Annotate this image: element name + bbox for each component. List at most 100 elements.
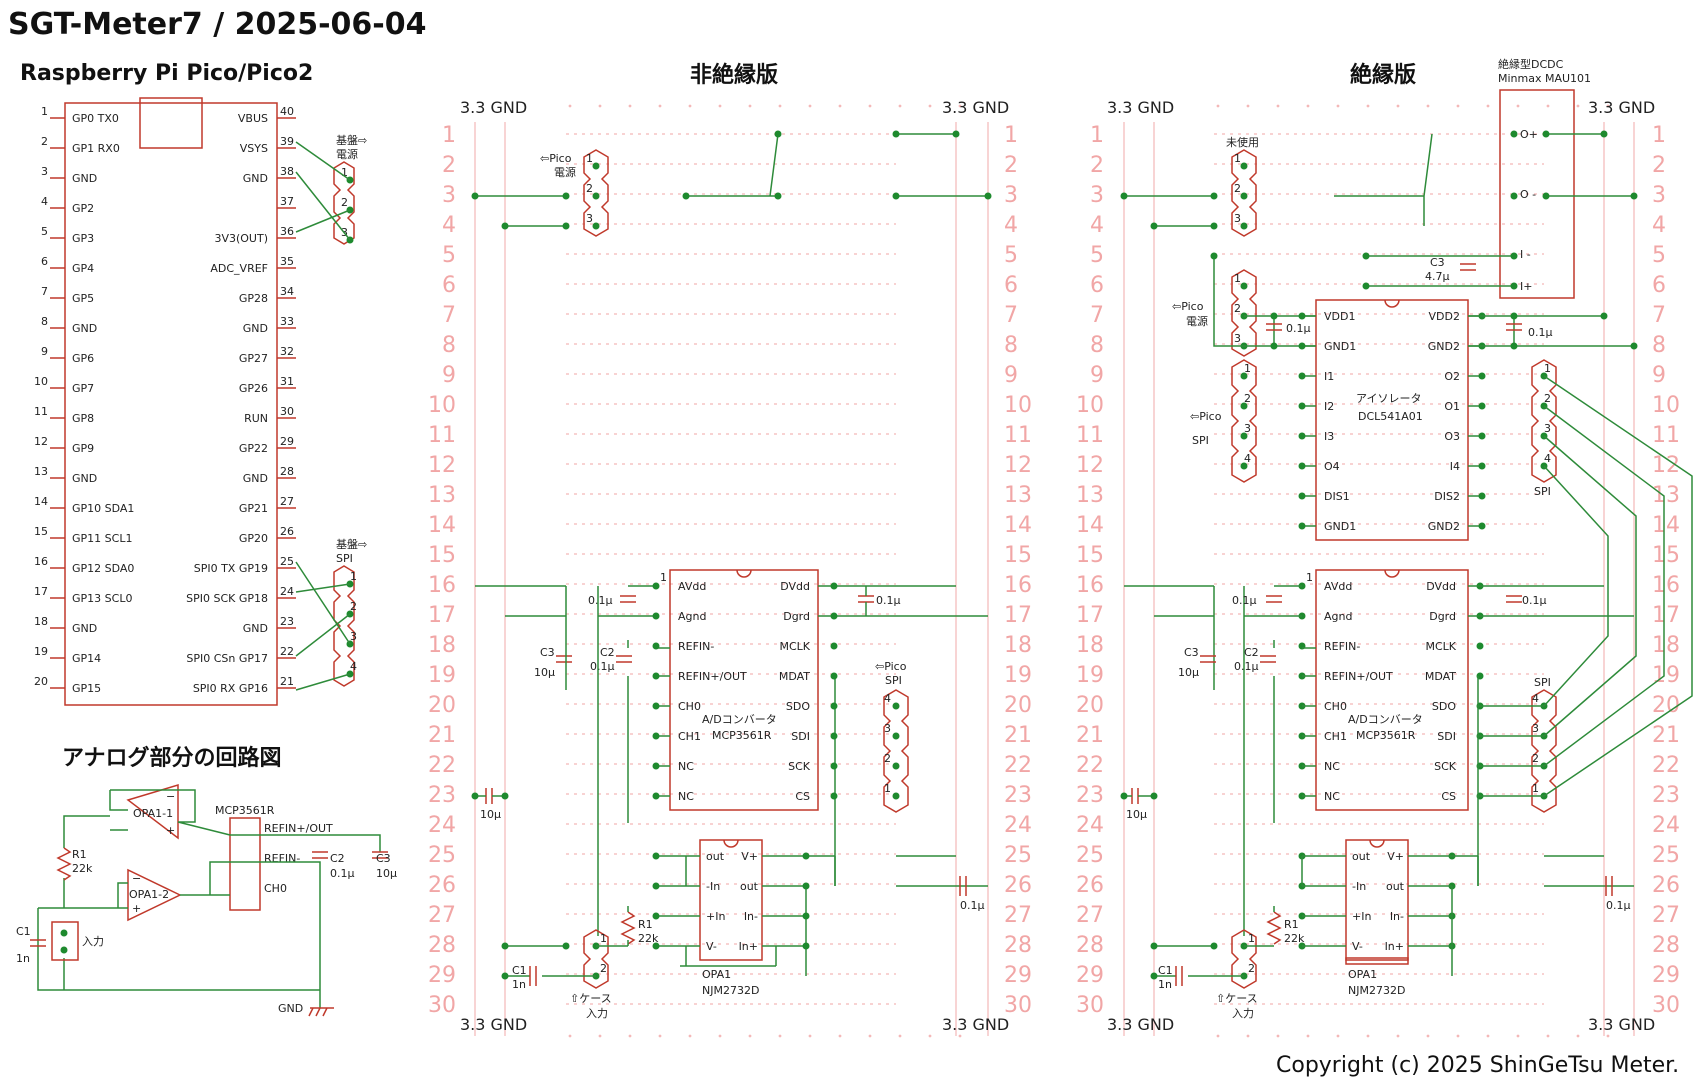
left-adc-pin1: 1 bbox=[660, 571, 667, 584]
pico-left-pin-label: GP13 SCL0 bbox=[72, 592, 132, 605]
row-number: 5 bbox=[442, 243, 456, 268]
pico-left-pin-label: GP10 SDA1 bbox=[72, 502, 134, 515]
adc-right-pin: SCK bbox=[788, 760, 811, 773]
svg-text:3: 3 bbox=[1532, 722, 1539, 735]
pico-left-pin-number: 16 bbox=[34, 555, 48, 568]
pico-right-pin-number: 27 bbox=[280, 495, 294, 508]
pico-left-pin-label: GP0 TX0 bbox=[72, 112, 119, 125]
row-number: 11 bbox=[428, 423, 456, 448]
r1-value: 22k bbox=[72, 862, 93, 875]
row-number: 14 bbox=[1652, 513, 1680, 538]
svg-text:1: 1 bbox=[350, 570, 357, 583]
left-rail-top-left: 3.3 GND bbox=[460, 98, 527, 117]
pico-heading: Raspberry Pi Pico/Pico2 bbox=[20, 61, 313, 86]
row-number: 15 bbox=[428, 543, 456, 568]
row-number: 14 bbox=[428, 513, 456, 538]
pico-right-pin-number: 37 bbox=[280, 195, 294, 208]
right-c3-label: C3 bbox=[1430, 256, 1445, 269]
right-c1-value: 1n bbox=[1158, 978, 1172, 991]
adc-left-pin: REFIN+/OUT bbox=[1324, 670, 1393, 683]
pico-right-pin-number: 33 bbox=[280, 315, 294, 328]
opa-right-pin: In- bbox=[744, 910, 758, 923]
pico-left-pin-label: GND bbox=[72, 472, 97, 485]
opa-left-pin: V- bbox=[1352, 940, 1363, 953]
row-number: 23 bbox=[1652, 783, 1680, 808]
adc-right-pin: Dgrd bbox=[1429, 610, 1456, 623]
row-number: 24 bbox=[1076, 813, 1104, 838]
right-adc-box bbox=[1315, 569, 1469, 811]
opa1-1-label: OPA1-1 bbox=[133, 807, 173, 820]
left-c1-label: C1 bbox=[512, 964, 527, 977]
row-number: 24 bbox=[428, 813, 456, 838]
row-number: 18 bbox=[1004, 633, 1032, 658]
right-opa-part: NJM2732D bbox=[1348, 984, 1405, 997]
row-number: 11 bbox=[1076, 423, 1104, 448]
svg-text:2: 2 bbox=[1234, 182, 1241, 195]
left-c-01-b: 0.1μ bbox=[876, 594, 901, 607]
pico-left-pin-label: GP2 bbox=[72, 202, 94, 215]
pico-right-pin-number: 36 bbox=[280, 225, 294, 238]
row-number: 15 bbox=[1004, 543, 1032, 568]
pico-spi-label-1: 基盤⇨ bbox=[336, 538, 367, 551]
pico-right-pin-number: 35 bbox=[280, 255, 294, 268]
ch0-label: CH0 bbox=[264, 882, 287, 895]
row-number: 30 bbox=[1652, 993, 1680, 1018]
row-number: 16 bbox=[428, 573, 456, 598]
pico-right-pin-number: 29 bbox=[280, 435, 294, 448]
pico-right-pin-label: SPI0 CSn GP17 bbox=[186, 652, 268, 665]
svg-text:1: 1 bbox=[1234, 272, 1241, 285]
opa-right-pin: V+ bbox=[741, 850, 758, 863]
pico-left-pin-number: 1 bbox=[41, 105, 48, 118]
svg-text:1: 1 bbox=[1532, 782, 1539, 795]
pico-right-pin-label: SPI0 TX GP19 bbox=[194, 562, 268, 575]
left-c1-value: 1n bbox=[512, 978, 526, 991]
row-number: 18 bbox=[428, 633, 456, 658]
isolator-left-pin: O4 bbox=[1324, 460, 1340, 473]
pico-right-pin-label: GP26 bbox=[239, 382, 268, 395]
opa-left-pin: -In bbox=[1352, 880, 1366, 893]
left-board-heading: 非絶縁版 bbox=[690, 62, 778, 88]
opa-right-pin: In- bbox=[1390, 910, 1404, 923]
row-number: 1 bbox=[442, 123, 456, 148]
row-number: 20 bbox=[1004, 693, 1032, 718]
analog-circuit: OPA1-1 − + OPA1-2 − + MCP3561R REFIN+/OU… bbox=[16, 783, 397, 1017]
pico-left-pin-label: GP8 bbox=[72, 412, 94, 425]
left-case-input-2: 入力 bbox=[586, 1007, 608, 1020]
svg-text:1: 1 bbox=[600, 932, 607, 945]
row-number: 13 bbox=[1004, 483, 1032, 508]
right-c3-value: 4.7μ bbox=[1425, 270, 1450, 283]
pico-left-pin-number: 14 bbox=[34, 495, 48, 508]
right-c01-vdd1: 0.1μ bbox=[1286, 322, 1311, 335]
row-number: 26 bbox=[428, 873, 456, 898]
pico-right-pin-number: 23 bbox=[280, 615, 294, 628]
analog-heading: アナログ部分の回路図 bbox=[62, 745, 282, 771]
row-number: 26 bbox=[1004, 873, 1032, 898]
row-number: 30 bbox=[1076, 993, 1104, 1018]
pico-left-pin-label: GND bbox=[72, 322, 97, 335]
row-number: 4 bbox=[442, 213, 456, 238]
left-pico-power-2: 電源 bbox=[554, 165, 576, 179]
adc-right-pin: MDAT bbox=[779, 670, 810, 683]
pico-left-pin-number: 5 bbox=[41, 225, 48, 238]
dcdc-pin-o-minus: O - bbox=[1520, 188, 1536, 201]
row-number: 5 bbox=[1652, 243, 1666, 268]
opa-left-pin: +In bbox=[1352, 910, 1371, 923]
row-number: 20 bbox=[428, 693, 456, 718]
left-c10u-row23: 10μ bbox=[480, 808, 501, 821]
isolator-right-pin: GND2 bbox=[1428, 520, 1460, 533]
left-c2-label: C2 bbox=[600, 646, 615, 659]
row-number: 13 bbox=[428, 483, 456, 508]
opa-right-pin: In+ bbox=[1385, 940, 1404, 953]
adc-right-pin: CS bbox=[1441, 790, 1456, 803]
adc-right-pin: SDI bbox=[1437, 730, 1456, 743]
row-number: 2 bbox=[442, 153, 456, 178]
copyright: Copyright (c) 2025 ShinGeTsu Meter. bbox=[1276, 1053, 1679, 1078]
pico-spi-label-2: SPI bbox=[336, 552, 353, 565]
row-number: 22 bbox=[1652, 753, 1680, 778]
pico-left-pin-number: 17 bbox=[34, 585, 48, 598]
adc-left-pin: NC bbox=[678, 760, 694, 773]
pico-right-pin-label: GP28 bbox=[239, 292, 268, 305]
adc-left-pin: NC bbox=[1324, 760, 1340, 773]
